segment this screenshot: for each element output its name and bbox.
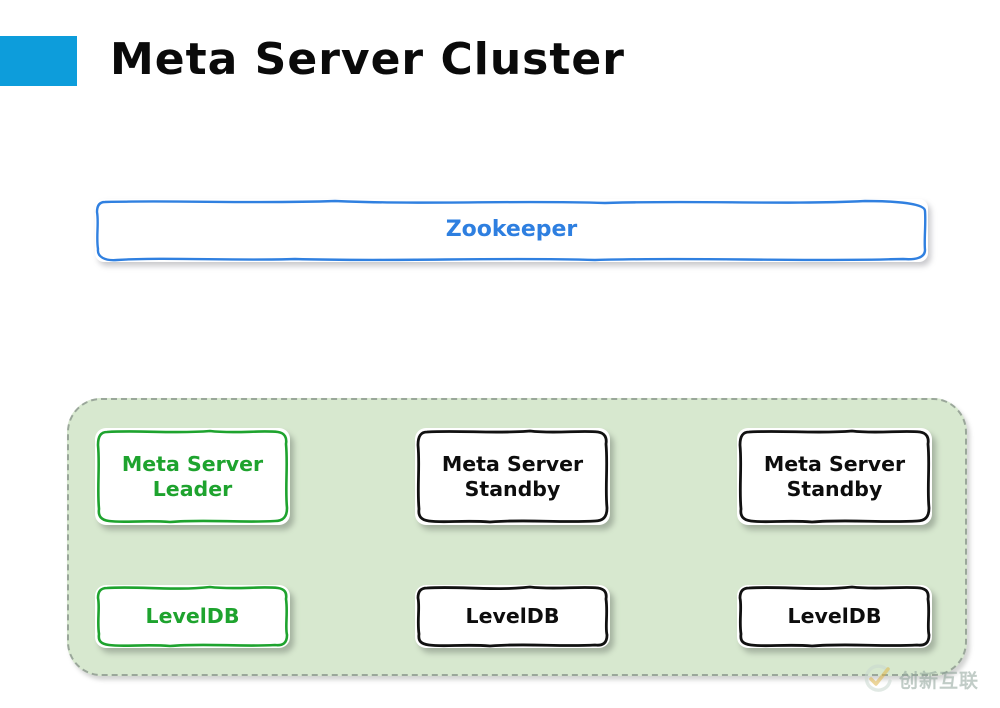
zookeeper-label: Zookeeper — [445, 217, 578, 243]
meta-server-standby-2-label: Meta Server Standby — [763, 451, 906, 501]
meta-server-box-leader: Meta Server Leader — [95, 428, 290, 525]
leveldb-standby-1-label: LevelDB — [465, 604, 560, 628]
meta-server-leader-label: Meta Server Leader — [121, 451, 264, 501]
meta-server-box-standby-2: Meta Server Standby — [737, 428, 932, 525]
leveldb-standby-2-label: LevelDB — [787, 604, 882, 628]
leveldb-box-leader: LevelDB — [95, 585, 290, 648]
leveldb-leader-label: LevelDB — [145, 604, 240, 628]
title-accent-block — [0, 36, 77, 86]
meta-server-box-standby-1: Meta Server Standby — [415, 428, 610, 525]
watermark: 创新互联 — [862, 657, 994, 701]
zookeeper-box: Zookeeper — [95, 199, 928, 262]
watermark-logo-icon — [864, 664, 892, 692]
leveldb-box-standby-2: LevelDB — [737, 585, 932, 648]
meta-server-standby-1-label: Meta Server Standby — [441, 451, 584, 501]
page-title: Meta Server Cluster — [110, 34, 625, 85]
leveldb-box-standby-1: LevelDB — [415, 585, 610, 648]
watermark-text: 创新互联 — [899, 669, 980, 692]
